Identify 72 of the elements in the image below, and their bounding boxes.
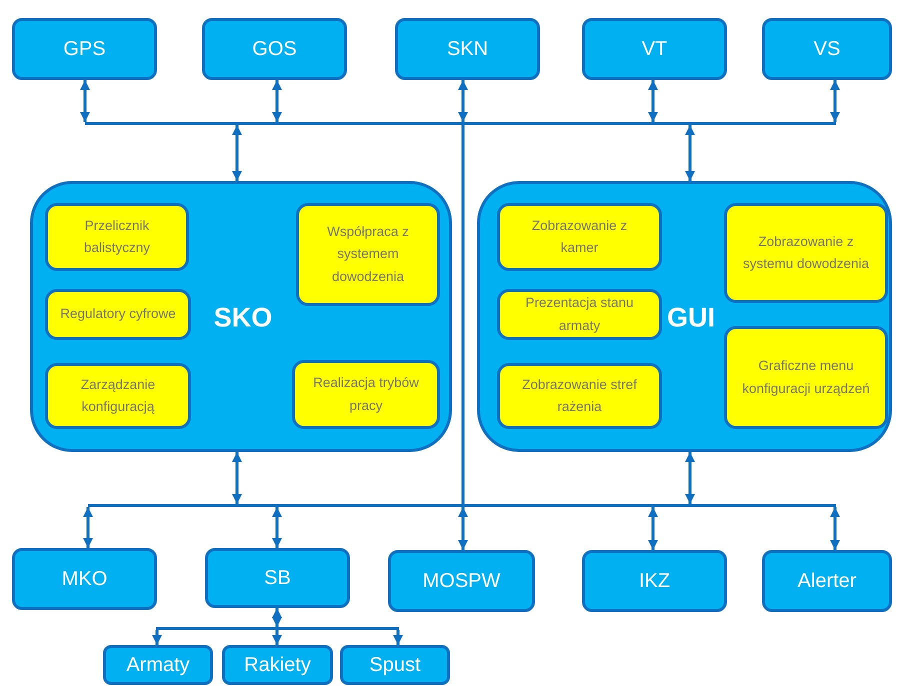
function-box [45, 289, 191, 340]
group-title: GUI [667, 302, 715, 334]
function-box [497, 289, 662, 340]
group-title: SKO [214, 302, 272, 334]
function-box [296, 203, 440, 306]
node-label: Zobrazowanie z kamer [530, 216, 628, 257]
module-box [762, 18, 892, 80]
arrow [685, 125, 695, 181]
bus-line [85, 122, 836, 125]
node-label: Realizacja trybów pracy [312, 374, 420, 415]
module-box [12, 18, 157, 80]
node-label: Zobrazowanie stref rażenia [521, 376, 638, 416]
arrow [152, 630, 162, 645]
function-box [292, 360, 440, 429]
arrow [272, 630, 282, 645]
node-label: Prezentacja stanu armaty [524, 294, 635, 335]
node-label: VT [642, 38, 668, 60]
function-box [45, 363, 191, 429]
arrow [648, 80, 658, 122]
arrow [80, 80, 90, 122]
node-label: SB [264, 566, 291, 590]
module-box [388, 550, 535, 612]
node-label: Graficzne menu konfiguracji urządzeń [741, 357, 871, 398]
node-label: SKN [446, 38, 488, 60]
node-label: MKO [62, 568, 108, 590]
arrow [232, 452, 242, 504]
module-box [340, 645, 450, 685]
function-box [724, 203, 888, 303]
module-box [762, 550, 892, 612]
function-box [45, 203, 189, 271]
arrow [458, 80, 468, 122]
arrow [83, 507, 93, 548]
system-panel [30, 181, 452, 452]
module-box [205, 548, 350, 608]
node-label: Regulatory cyfrowe [60, 305, 176, 324]
module-box [582, 550, 727, 612]
node-label: Przelicznik balistyczny [82, 216, 152, 257]
node-label: Alerter [798, 570, 856, 592]
node-label: GOS [252, 38, 297, 60]
arrow [272, 507, 282, 548]
bus-line [156, 627, 399, 630]
node-label: Zarządzanie konfiguracją [80, 376, 156, 416]
arrow [272, 80, 282, 122]
arrow [458, 507, 468, 550]
function-box [497, 203, 662, 271]
module-box [103, 645, 213, 685]
node-label: GPS [63, 38, 106, 60]
arrow [685, 452, 695, 504]
module-box [222, 645, 333, 685]
arrow [648, 507, 658, 550]
arrow [393, 630, 403, 645]
arrow [232, 125, 242, 181]
system-panel [477, 181, 892, 452]
node-label: Armaty [126, 654, 190, 676]
node-label: VS [814, 38, 840, 60]
node-label: IKZ [638, 570, 670, 592]
module-box [12, 548, 157, 610]
node-label: Zobrazowanie z systemu dowodzenia [742, 232, 870, 273]
arrow [830, 80, 840, 122]
node-label: Rakiety [244, 654, 311, 676]
node-label: Spust [369, 654, 421, 676]
node-label: MOSPW [422, 570, 500, 592]
module-box [395, 18, 540, 80]
bus-line [88, 504, 836, 507]
connector-line [462, 125, 464, 504]
arrow [272, 608, 282, 627]
function-box [497, 363, 662, 429]
module-box [582, 18, 727, 80]
function-box [724, 326, 888, 429]
arrow [830, 507, 840, 550]
node-label: Współpraca z systemem dowodzenia [326, 223, 410, 286]
module-box [202, 18, 347, 80]
